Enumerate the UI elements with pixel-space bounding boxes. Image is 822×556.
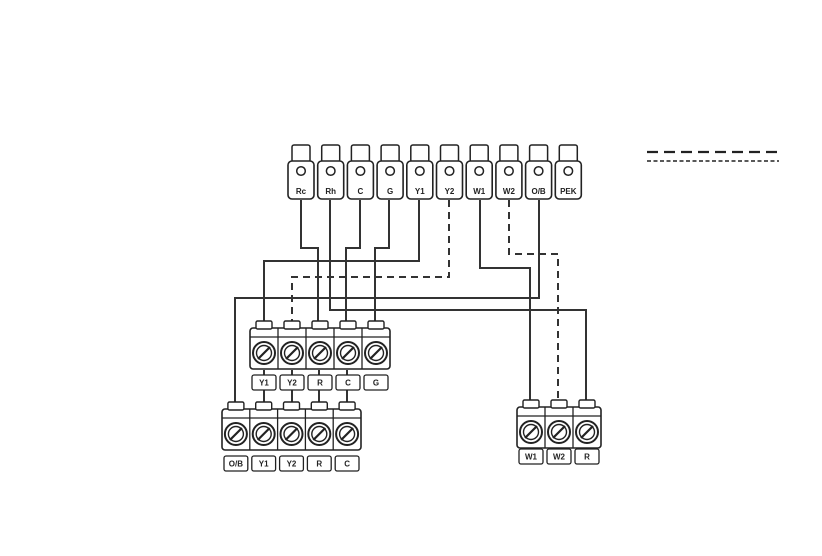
- terminal-label: R: [317, 379, 323, 388]
- thermostat-terminal-y2: Y2: [437, 145, 463, 199]
- terminal-clip: [284, 402, 300, 410]
- terminal-tab: [322, 145, 340, 162]
- thermostat-terminal-c: C: [347, 145, 373, 199]
- terminal-clip: [256, 321, 272, 329]
- wires: [235, 200, 586, 403]
- wire-rh: [330, 200, 586, 400]
- terminal-clip: [312, 321, 328, 329]
- thermostat-terminal-w2: W2: [496, 145, 522, 199]
- terminal-tab: [500, 145, 518, 162]
- thermostat-terminal-label: Rc: [296, 187, 307, 196]
- terminal-tab: [381, 145, 399, 162]
- terminal-clip: [228, 402, 244, 410]
- terminal-hole: [356, 167, 365, 176]
- thermostat-terminal-y1: Y1: [407, 145, 433, 199]
- thermostat-terminal-label: G: [387, 187, 393, 196]
- thermostat-terminal-label: O/B: [531, 187, 545, 196]
- terminal-clip: [284, 321, 300, 329]
- terminal-clip: [256, 402, 272, 410]
- thermostat-terminal-label: Y2: [445, 187, 455, 196]
- thermostat-terminal-rc: Rc: [288, 145, 314, 199]
- terminal-label: O/B: [229, 460, 243, 469]
- terminal-label: Y2: [287, 460, 297, 469]
- terminal-tab: [470, 145, 488, 162]
- terminal-hole: [386, 167, 395, 176]
- wire-y1: [264, 200, 419, 322]
- terminal-clip: [340, 321, 356, 329]
- terminal-clip: [368, 321, 384, 329]
- terminal-hole: [505, 167, 514, 176]
- thermostat-terminal-w1: W1: [466, 145, 492, 199]
- thermostat-terminal-g: G: [377, 145, 403, 199]
- thermostat-terminal-ob: O/B: [526, 145, 552, 199]
- terminal-tab: [441, 145, 459, 162]
- terminal-tab: [530, 145, 548, 162]
- wire-ob: [235, 200, 539, 403]
- terminal-hole: [297, 167, 306, 176]
- terminal-hole: [534, 167, 543, 176]
- terminal-clip: [551, 400, 567, 408]
- terminal-tab: [411, 145, 429, 162]
- terminal-hole: [326, 167, 335, 176]
- terminal-hole: [564, 167, 573, 176]
- terminal-label: Y2: [287, 379, 297, 388]
- wire-w1: [480, 200, 530, 400]
- terminal-label: C: [344, 460, 350, 469]
- terminal-label: C: [345, 379, 351, 388]
- thermostat-terminal-label: W1: [473, 187, 486, 196]
- thermostat-terminal-label: C: [358, 187, 364, 196]
- terminal-clip: [311, 402, 327, 410]
- terminal-label: W1: [525, 453, 538, 462]
- thermostat-terminal-label: W2: [503, 187, 516, 196]
- terminal-clip: [579, 400, 595, 408]
- terminal-label: R: [316, 460, 322, 469]
- right-terminal-block: W1 W2 R: [517, 400, 601, 464]
- thermostat-terminal-pek: PEK: [555, 145, 581, 199]
- terminal-clip: [339, 402, 355, 410]
- bottom-terminal-block: O/B Y1 Y2 R C: [222, 402, 361, 471]
- terminal-label: R: [584, 453, 590, 462]
- thermostat-terminal-label: Rh: [325, 187, 336, 196]
- thermostat-terminal-rh: Rh: [318, 145, 344, 199]
- terminal-clip: [523, 400, 539, 408]
- terminal-hole: [416, 167, 425, 176]
- terminal-hole: [475, 167, 484, 176]
- terminal-tab: [351, 145, 369, 162]
- terminal-label: G: [373, 379, 379, 388]
- thermostat-terminal-label: PEK: [560, 187, 577, 196]
- thermostat-terminal-strip: Rc Rh C G Y1 Y2 W1 W2 O/B PEK: [288, 145, 581, 199]
- thermostat-terminal-label: Y1: [415, 187, 425, 196]
- terminal-tab: [292, 145, 310, 162]
- terminal-label: Y1: [259, 379, 269, 388]
- terminal-label: W2: [553, 453, 566, 462]
- top-terminal-block: Y1 Y2 R C G: [250, 321, 390, 390]
- terminal-tab: [559, 145, 577, 162]
- wire-w2: [509, 200, 558, 400]
- terminal-label: Y1: [259, 460, 269, 469]
- legend: [647, 152, 779, 161]
- terminal-hole: [445, 167, 454, 176]
